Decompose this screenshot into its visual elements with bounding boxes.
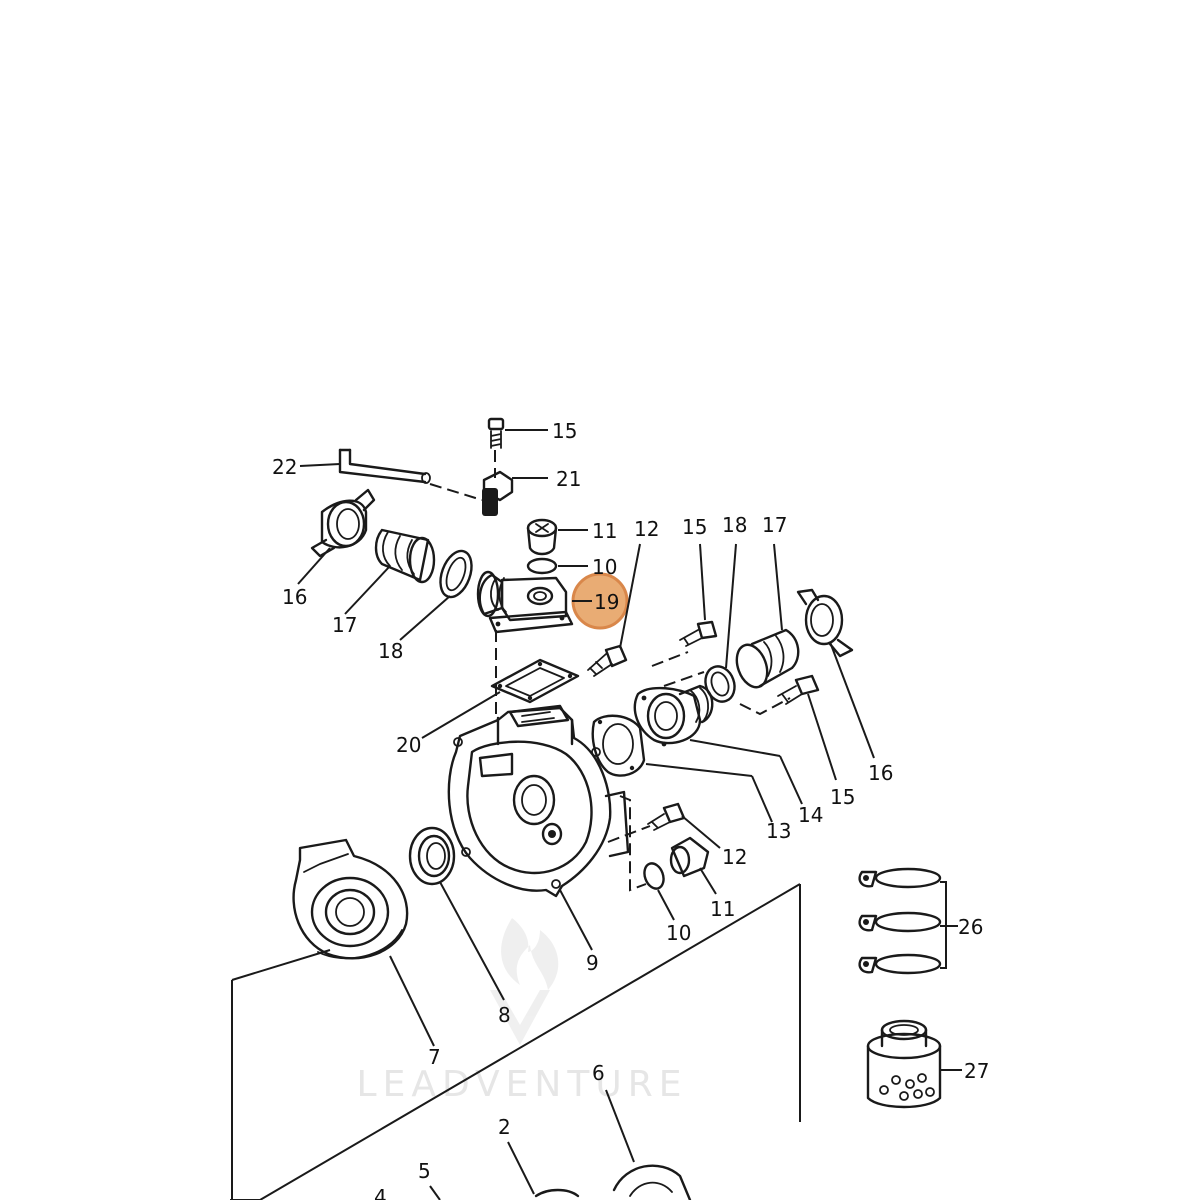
- part-2-shaft-sleeve: [507, 1141, 580, 1198]
- part-11-top-plug: [526, 518, 588, 556]
- part-14-suction-flange: [633, 684, 803, 805]
- part-19-discharge-elbow: [476, 570, 592, 634]
- label-15-top[interactable]: 15: [552, 419, 577, 443]
- part-13-flange-gasket: [591, 714, 773, 823]
- part-8-seal: [408, 826, 505, 1001]
- assembly-axis-right: [651, 651, 791, 716]
- label-11-lower[interactable]: 11: [710, 897, 735, 921]
- label-16-right[interactable]: 16: [868, 761, 893, 785]
- label-15-right-lower[interactable]: 15: [830, 785, 855, 809]
- label-7[interactable]: 7: [428, 1045, 441, 1069]
- label-10-top[interactable]: 10: [592, 555, 617, 579]
- part-21-bracket: [482, 450, 548, 516]
- label-22[interactable]: 22: [272, 455, 297, 479]
- part-6-impeller: [605, 1089, 692, 1200]
- label-27[interactable]: 27: [964, 1059, 989, 1083]
- watermark-flame-icon: [490, 918, 559, 1045]
- part-12-lower-bolt: [647, 802, 721, 849]
- label-11-top[interactable]: 11: [592, 519, 617, 543]
- assembly-frame-lines: [231, 883, 801, 1200]
- label-4[interactable]: 4: [374, 1185, 387, 1200]
- part-16-right-coupling: [796, 588, 875, 759]
- label-17-left[interactable]: 17: [332, 613, 357, 637]
- assembly-axis-lower: [607, 795, 651, 892]
- part-9-pump-casing: [447, 704, 630, 951]
- part-11-lower-plug: [669, 836, 717, 895]
- part-5-leader: [429, 1185, 441, 1200]
- part-10-lower-o-ring: [643, 862, 675, 921]
- label-16-left[interactable]: 16: [282, 585, 307, 609]
- label-12-lower[interactable]: 12: [722, 845, 747, 869]
- label-10-lower[interactable]: 10: [666, 921, 691, 945]
- part-22-hex-key: [299, 448, 483, 501]
- part-17-right-hose-barb: [735, 543, 800, 689]
- part-20-gasket: [421, 658, 580, 739]
- label-26[interactable]: 26: [958, 915, 983, 939]
- label-2[interactable]: 2: [498, 1115, 511, 1139]
- label-21[interactable]: 21: [556, 467, 581, 491]
- part-27-strainer: [866, 1019, 962, 1109]
- label-18-right[interactable]: 18: [722, 513, 747, 537]
- label-6[interactable]: 6: [592, 1061, 605, 1085]
- label-17-right[interactable]: 17: [762, 513, 787, 537]
- label-5[interactable]: 5: [418, 1159, 431, 1183]
- part-18-left-gasket: [399, 549, 473, 641]
- label-14[interactable]: 14: [798, 803, 823, 827]
- part-26-hose-clamps: [858, 867, 958, 975]
- part-15-right-bolt-lower: [777, 674, 837, 781]
- label-9[interactable]: 9: [586, 951, 599, 975]
- part-16-left-coupling: [297, 488, 376, 585]
- part-10-top-o-ring: [526, 557, 588, 575]
- label-18-left[interactable]: 18: [378, 639, 403, 663]
- part-15-right-bolt-upper: [679, 543, 718, 647]
- label-15-right-top[interactable]: 15: [682, 515, 707, 539]
- label-20[interactable]: 20: [396, 733, 421, 757]
- label-13[interactable]: 13: [766, 819, 791, 843]
- part-18-right-gasket: [704, 543, 737, 703]
- part-7-volute: [292, 838, 435, 1047]
- watermark: LEADVENTURE: [357, 918, 688, 1105]
- label-8[interactable]: 8: [498, 1003, 511, 1027]
- part-12-upper-bolt: [587, 543, 641, 677]
- watermark-brand: LEADVENTURE: [357, 1064, 688, 1105]
- label-19[interactable]: 19: [594, 590, 619, 614]
- part-15-top-bolt: [487, 417, 548, 449]
- part-labels: 22 15 21 16 17 18 11 10 19 12 15 18 17 2…: [272, 419, 989, 1200]
- part-17-left-hose-barb: [344, 528, 436, 615]
- label-12-top[interactable]: 12: [634, 517, 659, 541]
